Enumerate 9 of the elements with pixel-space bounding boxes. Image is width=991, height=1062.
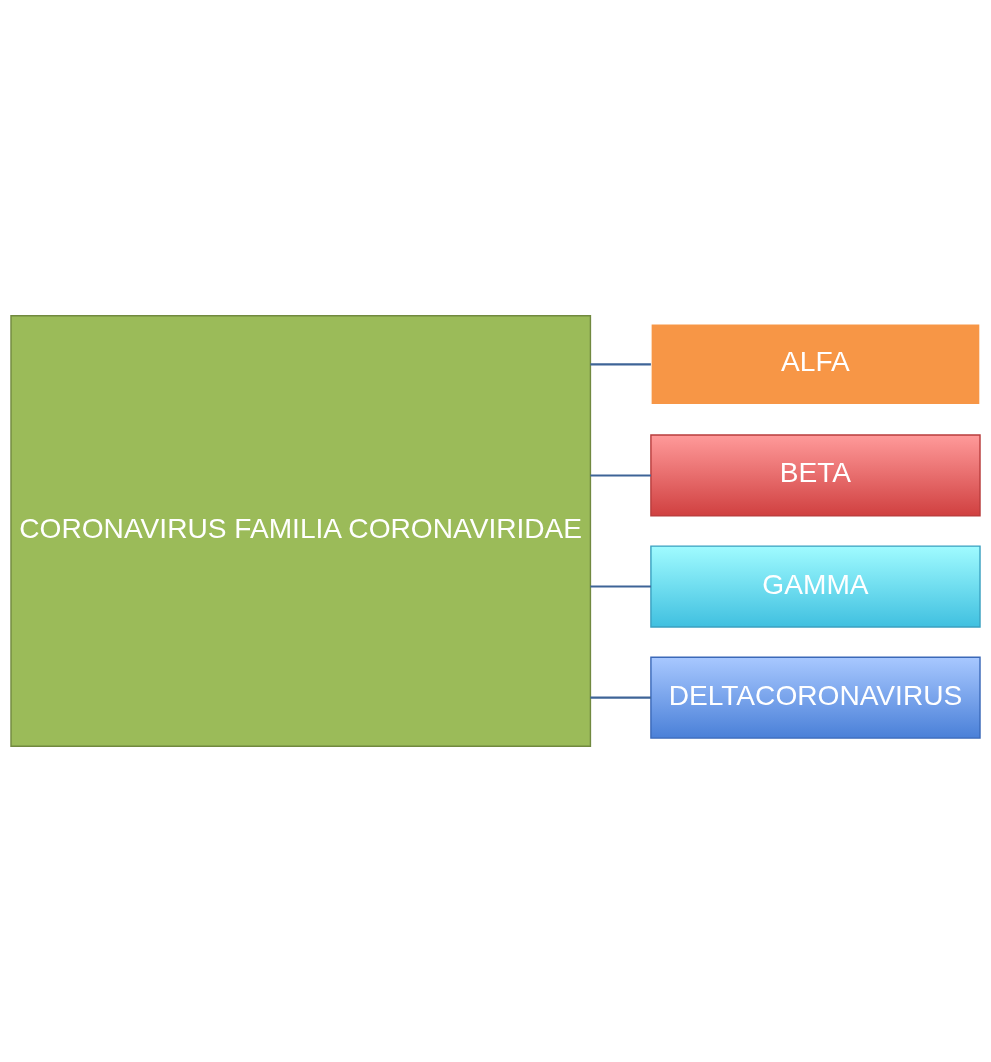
connector — [590, 363, 651, 366]
node-box: BETA — [650, 434, 981, 517]
node-box: GAMMA — [650, 545, 981, 628]
node-box: ALFA — [650, 323, 981, 406]
node-box: CORONAVIRUS FAMILIA CORONAVIRIDAE — [10, 315, 592, 747]
connector — [590, 696, 651, 699]
connector — [590, 585, 651, 588]
connector — [590, 474, 651, 477]
node-box: DELTACORONAVIRUS — [650, 656, 981, 739]
